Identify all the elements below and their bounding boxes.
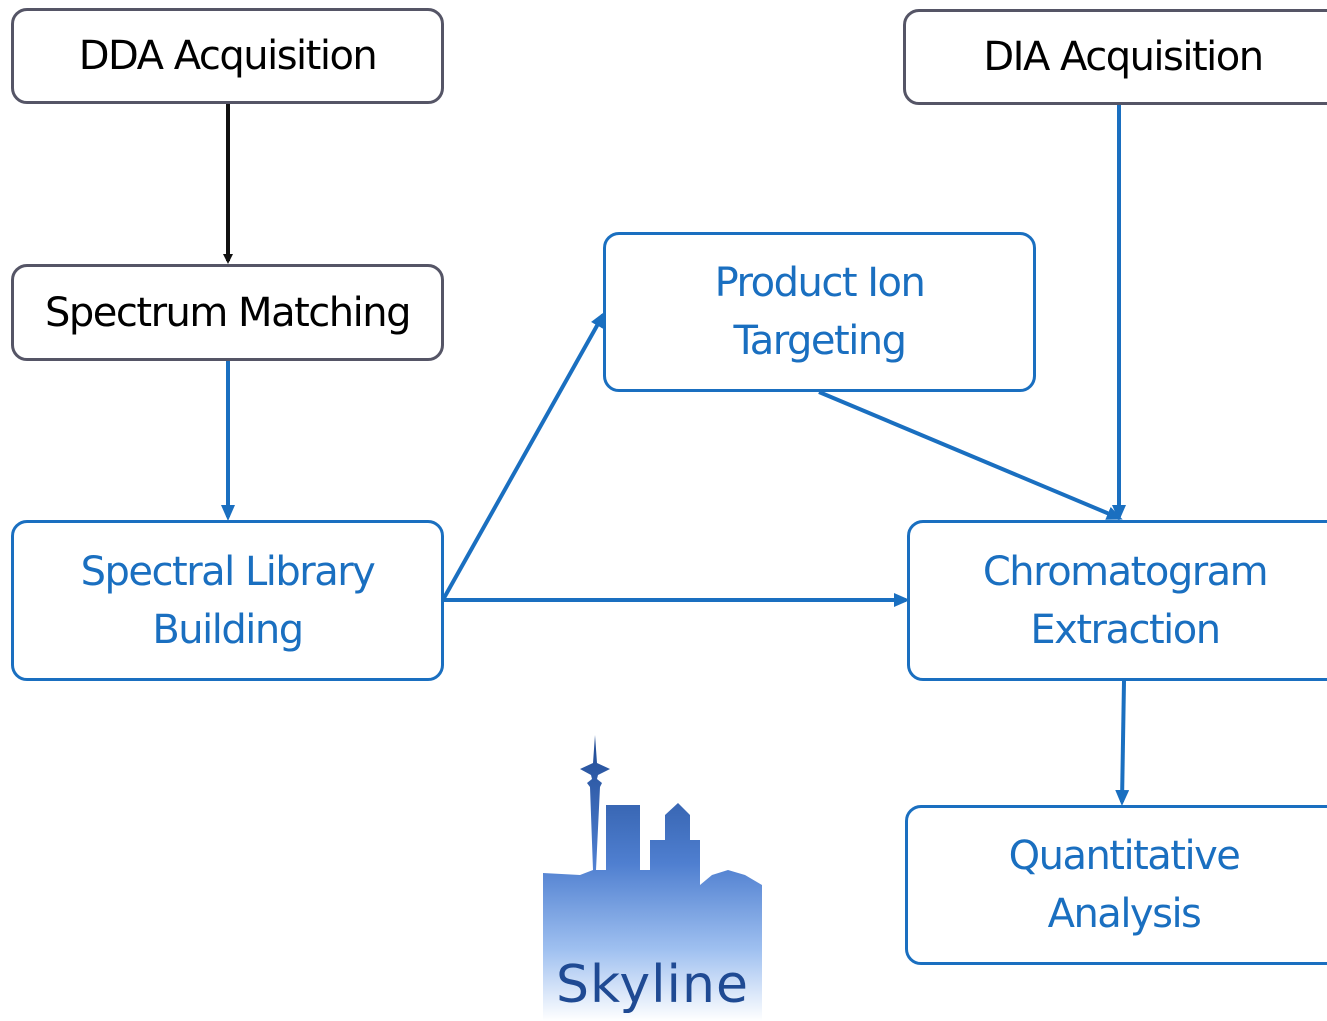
node-spectrum-matching: Spectrum Matching: [11, 264, 444, 361]
node-label-line2: Extraction: [1030, 606, 1221, 653]
node-label-line1: Product Ion: [714, 260, 926, 306]
node-dia-acquisition: DIA Acquisition: [903, 9, 1327, 105]
node-label-line1: Spectral Library: [80, 548, 376, 595]
node-chromatogram-extraction: Chromatogram Extraction: [907, 520, 1327, 681]
node-label-line1: Chromatogram: [982, 548, 1269, 595]
node-label-line2: Targeting: [733, 318, 907, 364]
arrow-product-ion-to-chromatogram: [818, 390, 1123, 520]
node-label: DDA Acquisition: [78, 33, 378, 79]
node-dda-acquisition: DDA Acquisition: [11, 8, 444, 104]
node-label-line1: Quantitative: [1008, 833, 1241, 879]
node-label-line2: Building: [152, 606, 304, 653]
node-label: Spectrum Matching: [45, 289, 411, 336]
node-label: DIA Acquisition: [983, 34, 1264, 80]
node-quantitative-analysis: Quantitative Analysis: [905, 805, 1327, 965]
arrow-chromatogram-to-quantitative: [1115, 680, 1130, 806]
node-label-line2: Analysis: [1047, 891, 1202, 937]
arrow-spectral-library-to-product-ion: [442, 311, 605, 599]
skyline-silhouette: [543, 735, 762, 1021]
node-spectral-library-building: Spectral Library Building: [11, 520, 444, 681]
skyline-logo-text: Skyline: [556, 955, 749, 1015]
seattle-skyline-logo: [543, 735, 762, 1021]
node-product-ion-targeting: Product Ion Targeting: [603, 232, 1036, 392]
